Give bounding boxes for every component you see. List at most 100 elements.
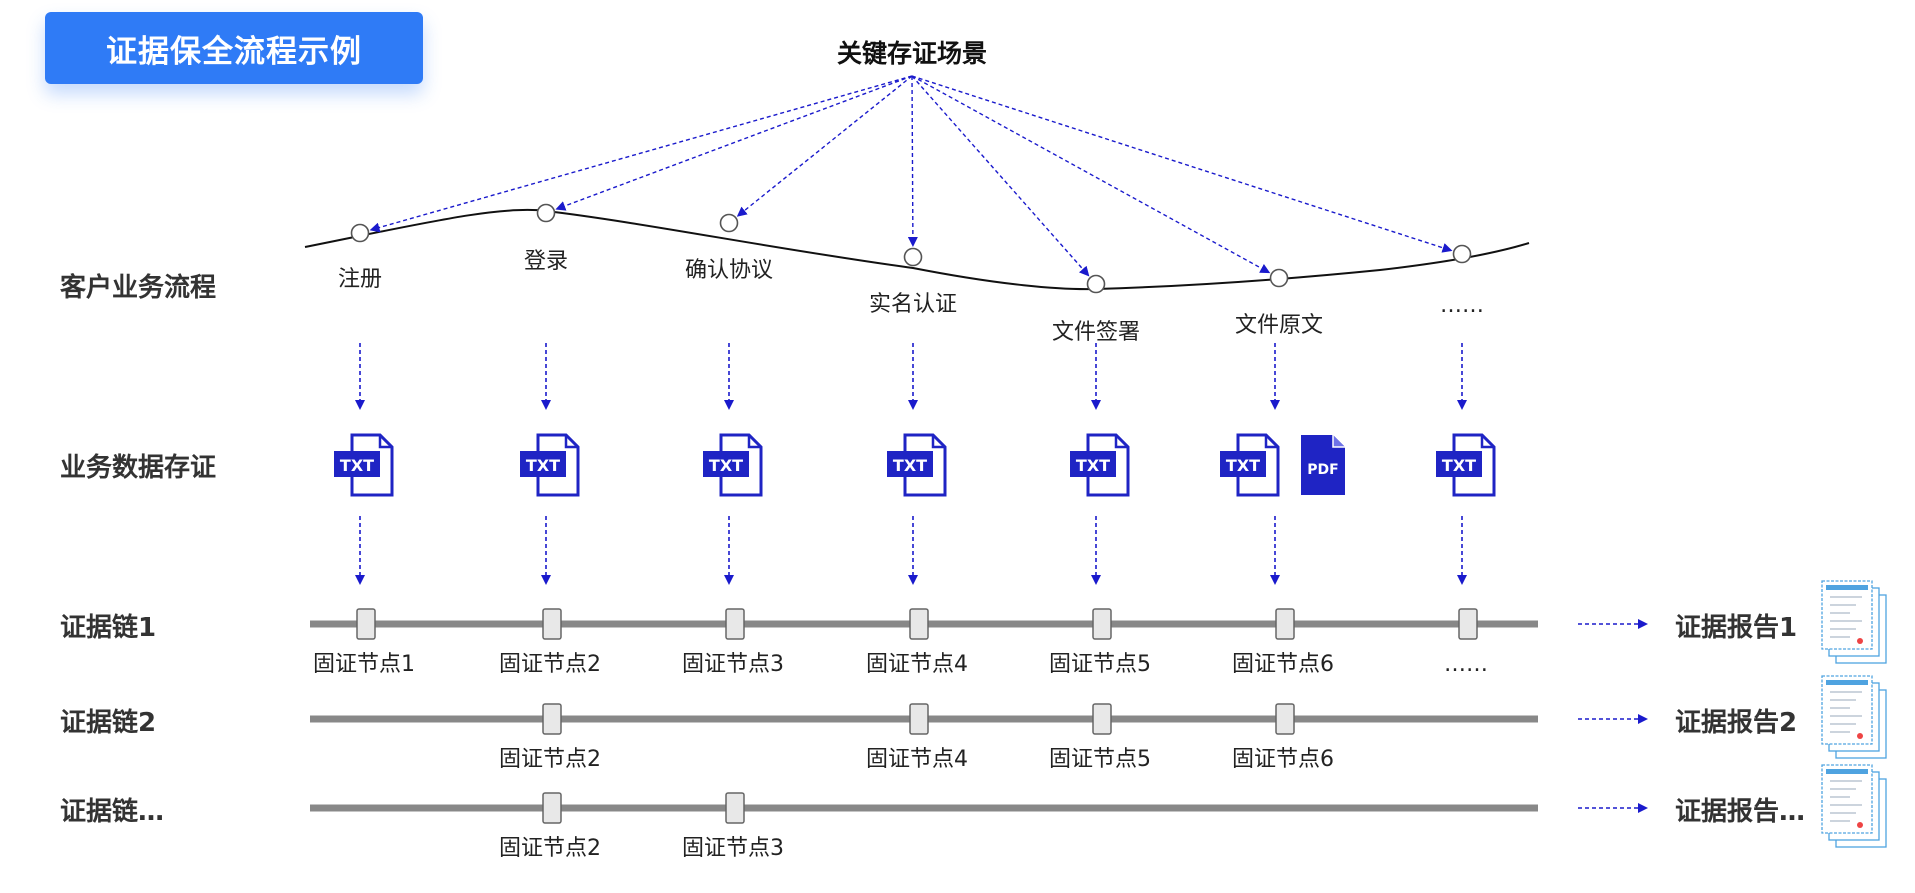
chain-node-label: 固证节点1 <box>313 652 415 677</box>
file-type-label: TXT <box>340 456 374 475</box>
chain-node-label: 固证节点4 <box>866 747 968 772</box>
scene-arrow <box>911 75 1090 277</box>
file-type-label: PDF <box>1307 462 1338 478</box>
pdf-file-icon: PDF <box>1301 435 1345 495</box>
chain-node <box>1092 608 1112 640</box>
scene-arrow <box>369 75 913 233</box>
chain-node <box>725 792 745 824</box>
row-label-data: 业务数据存证 <box>60 453 217 483</box>
process-step-label: 文件原文 <box>1235 313 1323 338</box>
txt-file-icon: TXT <box>520 433 580 497</box>
txt-badge <box>703 451 749 477</box>
file-type-label: TXT <box>709 456 743 475</box>
chain-node-label: 固证节点3 <box>682 652 784 677</box>
page-fold <box>1264 435 1278 449</box>
step-node <box>536 203 556 223</box>
page-fold <box>378 435 392 449</box>
scene-title: 关键存证场景 <box>837 39 987 68</box>
report-label-2: 证据报告2 <box>1675 708 1798 738</box>
txt-file-icon: TXT <box>1436 433 1496 497</box>
step-node <box>719 213 739 233</box>
scene-arrow <box>555 75 913 211</box>
chain-node-label: 固证节点2 <box>499 836 601 861</box>
chain-node <box>542 703 562 735</box>
page-fold <box>931 435 945 449</box>
txt-badge <box>1070 451 1116 477</box>
report-header-bar <box>1826 585 1868 590</box>
chain-node <box>1092 703 1112 735</box>
report-header-bar <box>1826 680 1868 685</box>
txt-badge <box>520 451 566 477</box>
chain-node-label: 固证节点6 <box>1232 747 1334 772</box>
process-curve <box>304 208 1530 291</box>
chain-node <box>725 608 745 640</box>
report-header-bar <box>1826 769 1868 774</box>
page-fold <box>1114 435 1128 449</box>
chain-node <box>1275 608 1295 640</box>
chain-node-label: 固证节点6 <box>1232 652 1334 677</box>
report-label-3: 证据报告… <box>1675 797 1806 827</box>
report-page <box>1821 580 1873 650</box>
txt-badge <box>1220 451 1266 477</box>
file-type-label: TXT <box>1226 456 1260 475</box>
page-title-banner: 证据保全流程示例 <box>45 12 423 84</box>
page-fold <box>1480 435 1494 449</box>
report-seal <box>1857 822 1863 828</box>
process-step-label: 登录 <box>524 249 568 274</box>
file-type-label: TXT <box>893 456 927 475</box>
chain-node <box>356 608 376 640</box>
file-type-label: TXT <box>526 456 560 475</box>
txt-badge <box>887 451 933 477</box>
page-fold <box>1332 435 1345 448</box>
txt-file-icon: TXT <box>1220 433 1280 497</box>
report-document-icon <box>1821 580 1887 664</box>
step-node <box>350 223 370 243</box>
txt-badge <box>1436 451 1482 477</box>
page-fold <box>747 435 761 449</box>
process-step-label: 确认协议 <box>685 258 773 283</box>
chain-node-label: 固证节点2 <box>499 747 601 772</box>
file-type-label: TXT <box>1076 456 1110 475</box>
page-fold <box>564 435 578 449</box>
chain-label-1: 证据链1 <box>60 613 157 643</box>
report-page <box>1821 764 1873 834</box>
chain-node-label: 固证节点5 <box>1049 747 1151 772</box>
report-page <box>1821 675 1873 745</box>
chain-node <box>542 608 562 640</box>
page-title: 证据保全流程示例 <box>106 33 362 70</box>
scene-arrow <box>911 75 1271 274</box>
file-type-label: TXT <box>1442 456 1476 475</box>
process-step-label: 注册 <box>338 267 382 292</box>
report-label-1: 证据报告1 <box>1675 613 1798 643</box>
chain-node <box>909 608 929 640</box>
scene-arrow <box>907 75 918 248</box>
chain-label-2: 证据链2 <box>60 708 157 738</box>
process-step-label: 实名认证 <box>869 292 957 317</box>
chain-node <box>909 703 929 735</box>
chain-node-label: 固证节点5 <box>1049 652 1151 677</box>
chain-node-label: 固证节点3 <box>682 836 784 861</box>
report-document-icon <box>1821 675 1887 759</box>
chain-node-label: …… <box>1444 652 1488 677</box>
chain-label-3: 证据链… <box>60 797 165 827</box>
scene-arrow <box>736 75 913 217</box>
process-step-label: …… <box>1440 293 1484 318</box>
txt-file-icon: TXT <box>703 433 763 497</box>
pdf-page-shape <box>1301 435 1345 495</box>
process-step-label: 文件签署 <box>1052 320 1140 345</box>
chain-node-label: 固证节点4 <box>866 652 968 677</box>
chain-node <box>1275 703 1295 735</box>
txt-badge <box>334 451 380 477</box>
step-node <box>1086 274 1106 294</box>
chain-node <box>542 792 562 824</box>
report-document-icon <box>1821 764 1887 848</box>
step-node <box>1452 244 1472 264</box>
scene-arrow <box>911 75 1453 253</box>
step-node <box>1269 268 1289 288</box>
row-label-business: 客户业务流程 <box>60 273 217 303</box>
txt-file-icon: TXT <box>1070 433 1130 497</box>
txt-file-icon: TXT <box>334 433 394 497</box>
report-seal <box>1857 733 1863 739</box>
report-seal <box>1857 638 1863 644</box>
